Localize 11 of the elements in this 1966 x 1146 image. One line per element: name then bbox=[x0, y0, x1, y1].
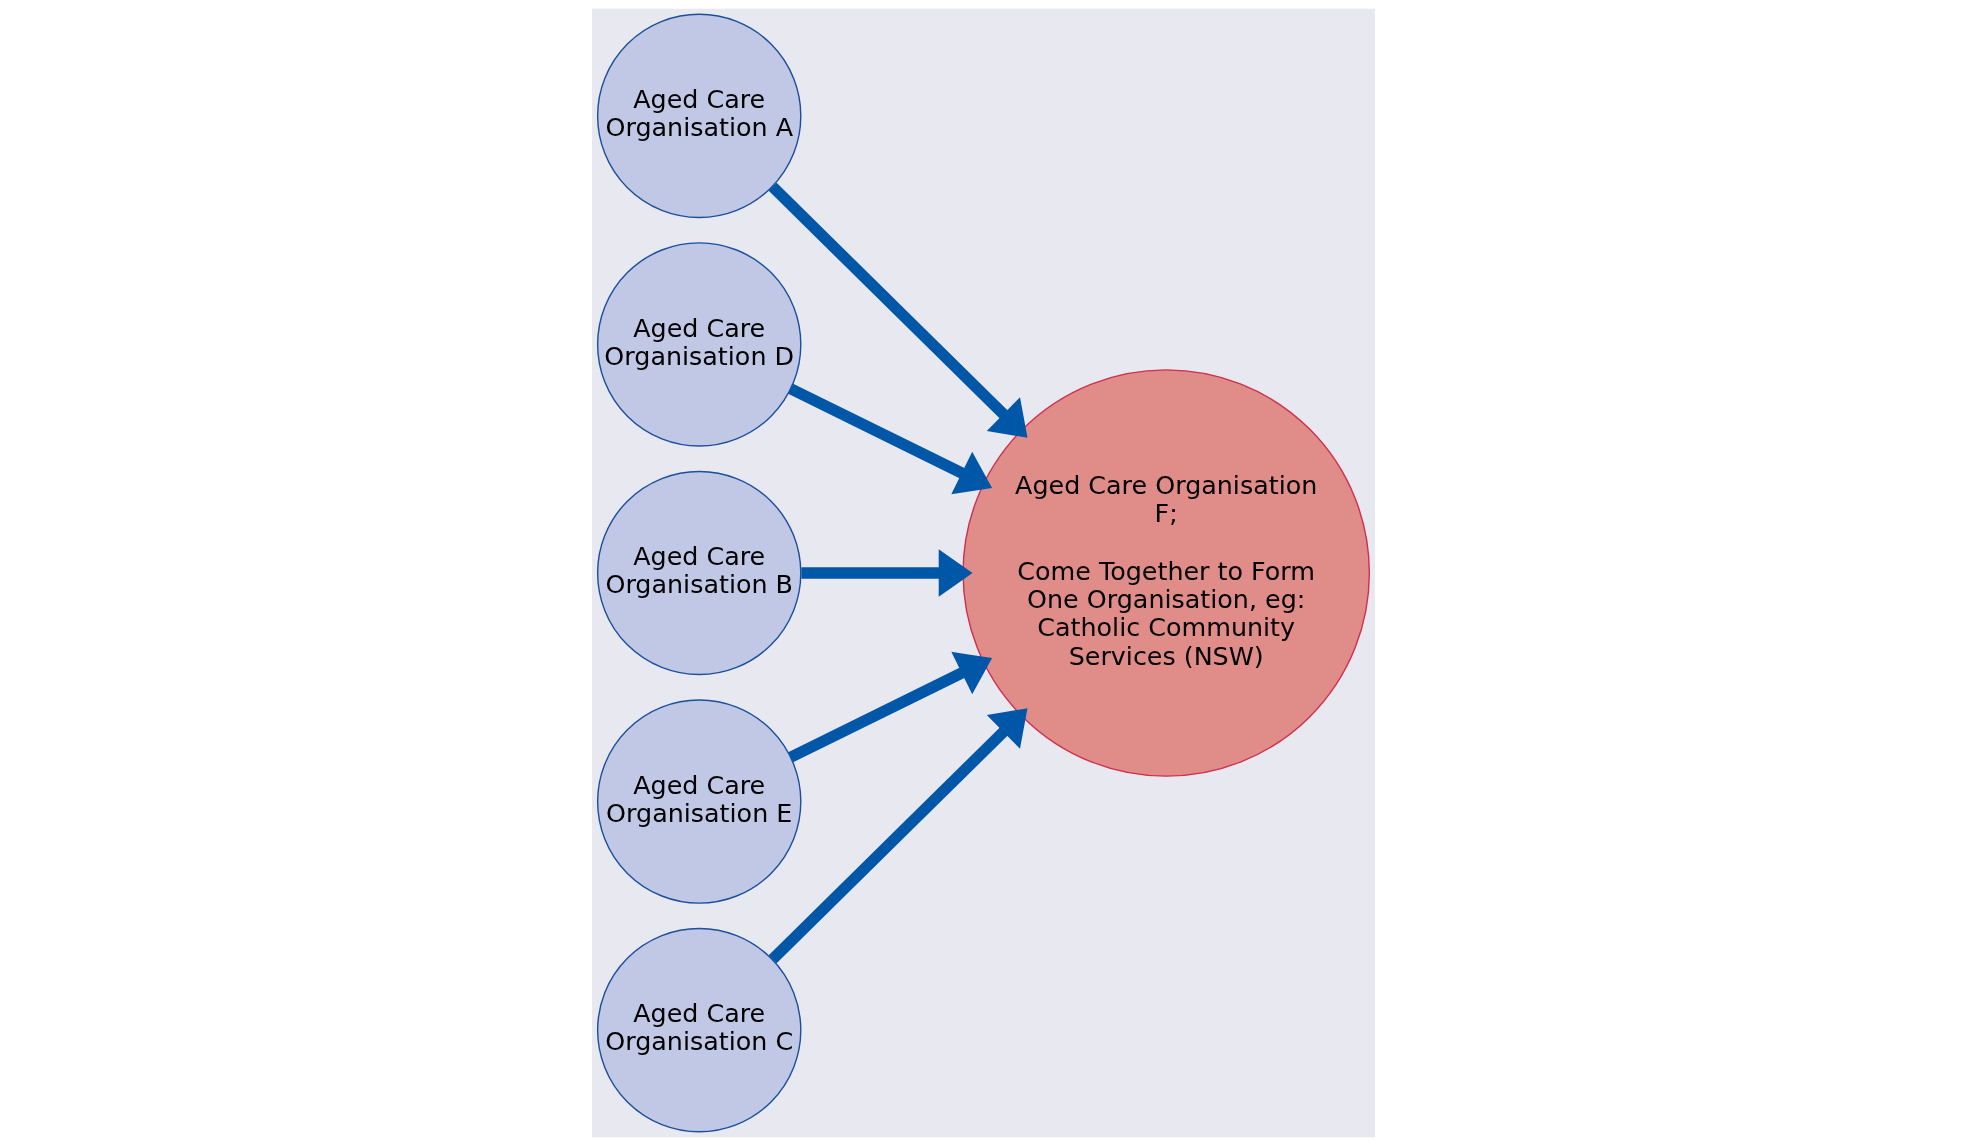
arrow bbox=[768, 708, 1027, 964]
node-circle: Aged Care Organisation F; Come Together to Form One Organisation, eg: Catholic Community Services (NSW) bbox=[961, 369, 1370, 777]
node-circle: Aged Care Organisation B bbox=[596, 470, 801, 676]
node-circle: Aged Care Organisation C bbox=[596, 927, 801, 1133]
arrow bbox=[800, 549, 973, 597]
arrow bbox=[787, 383, 992, 495]
arrow bbox=[768, 182, 1027, 438]
node-circle: Aged Care Organisation E bbox=[596, 699, 801, 904]
arrow bbox=[787, 651, 992, 763]
node-circle: Aged Care Organisation D bbox=[596, 242, 801, 447]
node-circle: Aged Care Organisation A bbox=[596, 13, 801, 219]
